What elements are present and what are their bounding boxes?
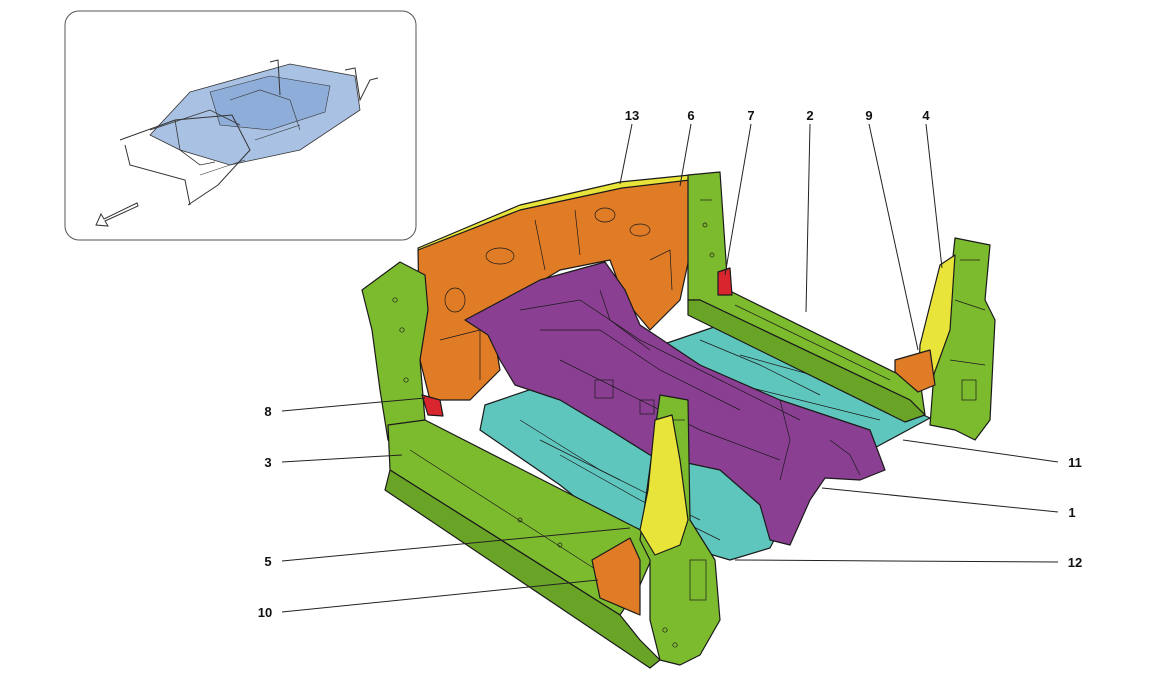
callout-8: 8 xyxy=(264,404,271,419)
left-orange-bracket xyxy=(591,537,641,616)
left-pillar-insert xyxy=(639,414,689,556)
callout-4: 4 xyxy=(922,108,930,123)
chassis-assembly xyxy=(361,171,996,669)
direction-arrow-icon xyxy=(95,202,139,227)
right-sill-front xyxy=(687,299,926,423)
left-red-bracket xyxy=(421,394,444,417)
callout-2: 2 xyxy=(806,108,813,123)
callout-7: 7 xyxy=(747,108,754,123)
right-red-bracket xyxy=(717,267,733,296)
callout-1: 1 xyxy=(1068,505,1075,520)
callout-6: 6 xyxy=(687,108,694,123)
leader-lines xyxy=(281,123,1059,613)
orientation-inset xyxy=(64,10,417,241)
callout-9: 9 xyxy=(865,108,872,123)
inset-chassis xyxy=(119,59,379,206)
callout-12: 12 xyxy=(1068,555,1082,570)
callout-13: 13 xyxy=(625,108,639,123)
right-orange-bracket xyxy=(894,349,936,393)
callout-11: 11 xyxy=(1068,455,1082,470)
callout-10: 10 xyxy=(258,605,272,620)
callout-5: 5 xyxy=(264,554,271,569)
callout-3: 3 xyxy=(264,455,271,470)
firewall-panel xyxy=(417,179,694,401)
callout-labels: 13 6 7 2 9 4 8 3 5 10 11 1 12 xyxy=(258,108,1082,620)
